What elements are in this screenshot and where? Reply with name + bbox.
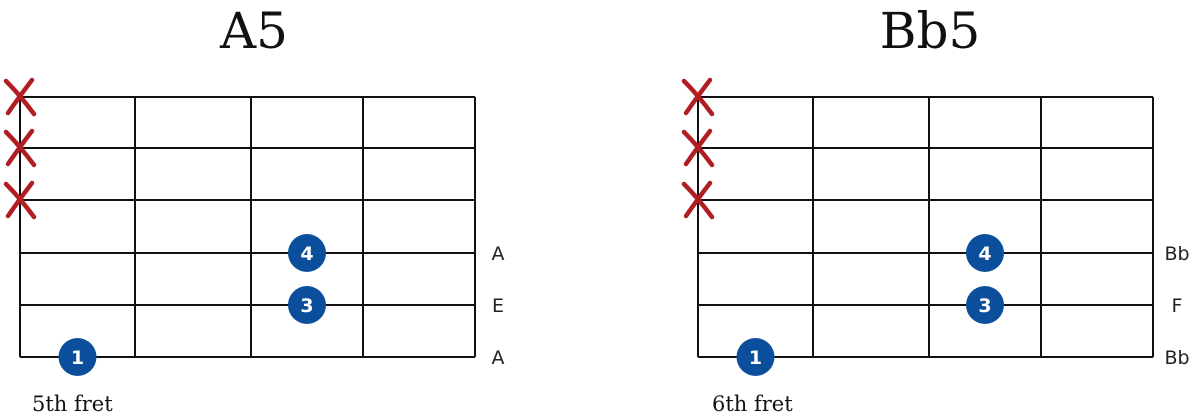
finger-dot-3: 3	[288, 286, 326, 324]
note-label: Bb	[1164, 243, 1189, 265]
note-label: A	[492, 347, 505, 369]
muted-string-x-icon	[3, 180, 37, 220]
chord-diagram-a5: 4 3 1 A E A	[3, 77, 505, 376]
muted-string-x-icon	[3, 128, 37, 168]
note-label: A	[492, 243, 505, 265]
finger-number: 1	[71, 347, 84, 369]
muted-string-x-icon	[681, 77, 715, 117]
muted-string-x-icon	[681, 180, 715, 220]
finger-dot-4: 4	[966, 234, 1004, 272]
finger-number: 3	[978, 295, 991, 317]
muted-string-x-icon	[3, 77, 37, 117]
note-label: E	[492, 295, 504, 317]
finger-dot-4: 4	[288, 234, 326, 272]
chord-title-a5: A5	[220, 2, 288, 60]
finger-number: 4	[300, 243, 313, 265]
finger-dot-3: 3	[966, 286, 1004, 324]
muted-string-x-icon	[681, 128, 715, 168]
fret-position-label-bb5: 6th fret	[712, 392, 793, 416]
fret-position-label-a5: 5th fret	[32, 392, 113, 416]
finger-number: 3	[300, 295, 313, 317]
finger-number: 1	[749, 347, 762, 369]
note-label: Bb	[1164, 347, 1189, 369]
chord-title-bb5: Bb5	[879, 2, 981, 60]
finger-number: 4	[978, 243, 991, 265]
finger-dot-1: 1	[736, 338, 775, 376]
note-label: F	[1172, 295, 1183, 317]
finger-dot-1: 1	[58, 338, 97, 376]
